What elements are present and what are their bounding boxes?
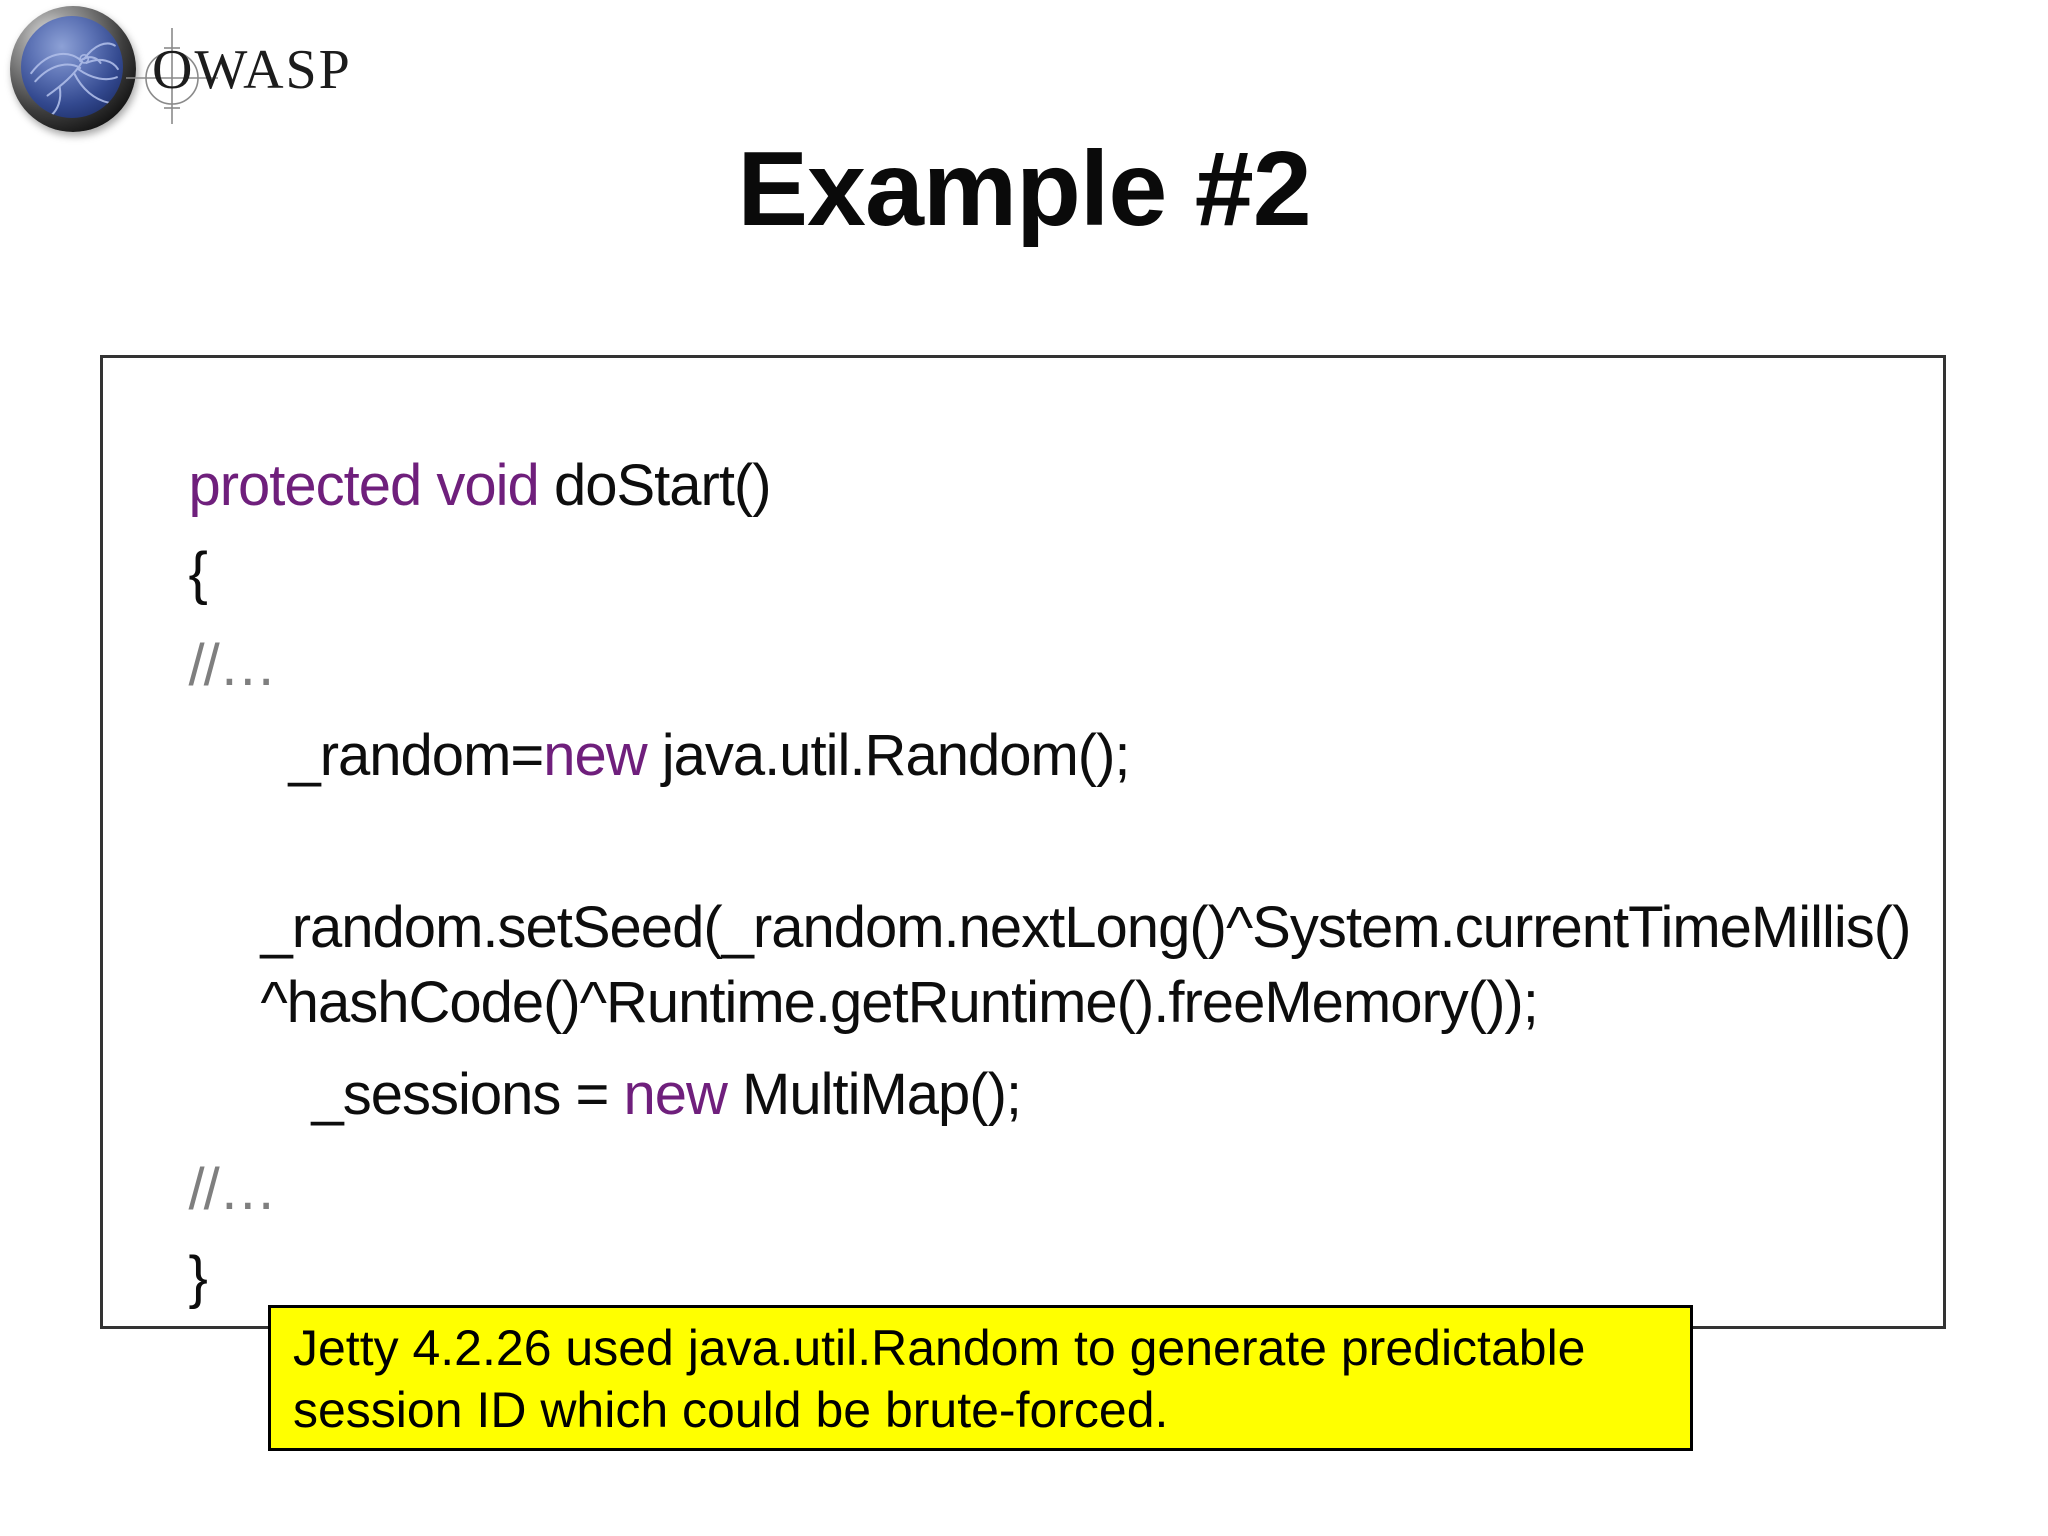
code-line-setseed-1: _random.setSeed(_random.nextLong()^Syste… bbox=[200, 828, 1911, 1028]
code-line-open-brace: { bbox=[128, 474, 207, 674]
crosshair-icon bbox=[126, 28, 218, 124]
owasp-wordmark: OWASP bbox=[152, 39, 352, 101]
callout-note-box: Jetty 4.2.26 used java.util.Random to ge… bbox=[268, 1305, 1693, 1451]
code-token: doStart() bbox=[553, 452, 772, 518]
code-line-random-init: _random=new java.util.Random(); bbox=[228, 656, 1130, 856]
callout-text-line-2: session ID which could be brute-forced. bbox=[293, 1382, 1169, 1438]
code-line-comment: //… bbox=[128, 566, 276, 766]
globe-sphere bbox=[21, 16, 123, 118]
page-title: Example #2 bbox=[737, 130, 1311, 248]
keyword-token: protected void bbox=[188, 452, 554, 518]
code-token: } bbox=[188, 1244, 207, 1310]
code-token: MultiMap(); bbox=[726, 1061, 1022, 1127]
code-line-close-brace: } bbox=[128, 1178, 207, 1378]
code-snippet-panel: protected void doStart() { //… _random=n… bbox=[100, 355, 1946, 1329]
code-line-sessions-init: _sessions = new MultiMap(); bbox=[251, 995, 1022, 1195]
code-line-method-signature: protected void doStart() bbox=[128, 386, 771, 586]
code-token: _sessions = bbox=[311, 1061, 624, 1127]
comment-token: //… bbox=[188, 1156, 276, 1222]
code-token: ^hashCode()^Runtime.getRuntime().freeMem… bbox=[260, 969, 1538, 1035]
code-token: _random.setSeed(_random.nextLong()^Syste… bbox=[260, 894, 1911, 960]
code-line-setseed-2: ^hashCode()^Runtime.getRuntime().freeMem… bbox=[200, 903, 1538, 1103]
code-token: java.util.Random(); bbox=[646, 722, 1131, 788]
code-token: _random= bbox=[288, 722, 544, 788]
callout-text-line-1: Jetty 4.2.26 used java.util.Random to ge… bbox=[293, 1320, 1586, 1376]
owasp-globe-wasp-icon bbox=[10, 6, 136, 132]
comment-token: //… bbox=[188, 632, 276, 698]
owasp-logo: OWASP bbox=[0, 0, 420, 150]
wasp-outline-icon bbox=[30, 42, 119, 116]
code-token: { bbox=[188, 540, 207, 606]
keyword-token: new bbox=[623, 1061, 727, 1127]
keyword-token: new bbox=[543, 722, 647, 788]
code-line-comment: //… bbox=[128, 1090, 276, 1290]
